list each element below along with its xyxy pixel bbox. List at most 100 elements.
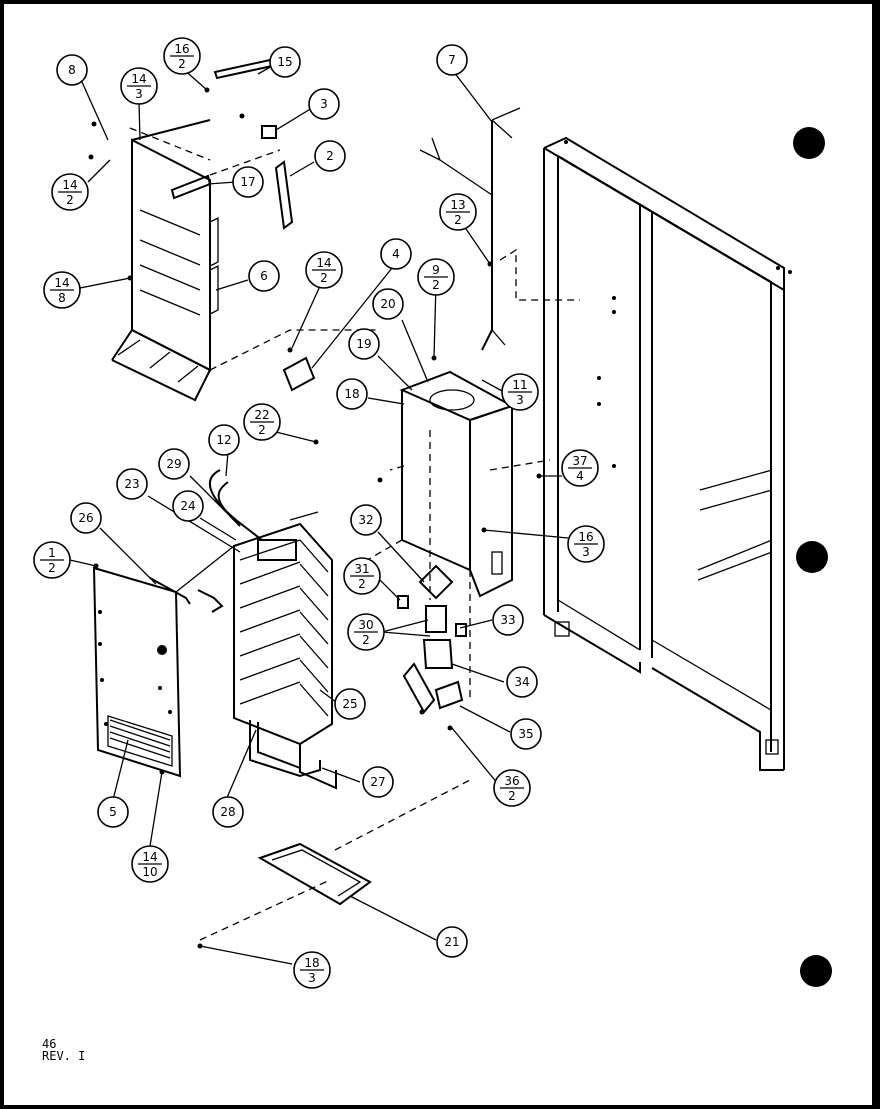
callout-part-number: 26: [78, 511, 93, 525]
callout-2: 2: [314, 140, 346, 172]
callout-part-number: 12: [216, 433, 231, 447]
callout-part-number: 18: [304, 956, 319, 970]
callout-quantity: 4: [576, 469, 584, 483]
callout-7: 7: [436, 44, 468, 76]
callout-16-2: 162: [163, 37, 201, 75]
callout-part-number: 23: [124, 477, 139, 491]
callout-22-2: 222: [243, 403, 281, 441]
page-number: 46: [42, 1037, 57, 1051]
diagram-sheet: [4, 4, 872, 1105]
callout-18: 18: [336, 378, 368, 410]
callout-circle: [208, 424, 240, 456]
callout-circle: [158, 448, 190, 480]
callout-35: 35: [510, 718, 542, 750]
callout-circle: [492, 604, 524, 636]
callout-circle: [334, 688, 366, 720]
callout-14-2a: 142: [51, 173, 89, 211]
callout-part-number: 14: [131, 72, 146, 86]
evaporator-back-panel: [111, 119, 380, 402]
binder-hole-top: [793, 127, 825, 159]
callout-13-2: 132: [439, 193, 477, 231]
callout-quantity: 2: [362, 633, 370, 647]
callout-14-2b: 142: [305, 251, 343, 289]
callout-part-number: 2: [326, 149, 334, 163]
callout-quantity: 2: [454, 213, 462, 227]
callout-quantity: 2: [358, 577, 366, 591]
part-3-clip: [261, 125, 277, 139]
callout-part-number: 15: [277, 55, 292, 69]
callout-26: 26: [70, 502, 102, 534]
callout-34: 34: [506, 666, 538, 698]
callout-part-number: 33: [500, 613, 515, 627]
callout-part-number: 35: [518, 727, 533, 741]
callout-36-2: 362: [493, 769, 531, 807]
callout-circle: [314, 140, 346, 172]
evaporator-front-cover: [92, 545, 235, 778]
callout-27: 27: [362, 766, 394, 798]
callout-quantity: 2: [66, 193, 74, 207]
callout-17: 17: [232, 166, 264, 198]
callout-part-number: 32: [358, 513, 373, 527]
callout-circle: [348, 328, 380, 360]
callout-circle: [350, 504, 382, 536]
callout-part-number: 17: [240, 175, 255, 189]
part-15-bracket: [213, 58, 274, 80]
page-footer: 46 REV. I: [42, 1038, 85, 1062]
callout-quantity: 3: [582, 545, 590, 559]
callout-part-number: 31: [354, 562, 369, 576]
wiring-harness: [419, 107, 580, 351]
callout-part-number: 16: [578, 530, 593, 544]
callout-part-number: 13: [450, 198, 465, 212]
callout-part-number: 5: [109, 805, 117, 819]
callout-part-number: 6: [260, 269, 268, 283]
callout-24: 24: [172, 490, 204, 522]
callout-part-number: 20: [380, 297, 395, 311]
callout-14-8: 148: [43, 271, 81, 309]
callout-part-number: 21: [444, 935, 459, 949]
callout-part-number: 30: [358, 618, 373, 632]
callout-part-number: 37: [572, 454, 587, 468]
callout-circle: [248, 260, 280, 292]
callout-circle: [97, 796, 129, 828]
callout-part-number: 25: [342, 697, 357, 711]
callout-3: 3: [308, 88, 340, 120]
callout-37-4: 374: [561, 449, 599, 487]
callout-part-number: 24: [180, 499, 195, 513]
callout-14-3: 143: [120, 67, 158, 105]
callout-30-2: 302: [347, 613, 385, 651]
callout-4: 4: [380, 238, 412, 270]
evaporator-coil: [208, 469, 337, 790]
callout-quantity: 3: [135, 87, 143, 101]
callout-19: 19: [348, 328, 380, 360]
callout-circle: [70, 502, 102, 534]
callout-11-3: 113: [501, 373, 539, 411]
callout-circle: [212, 796, 244, 828]
callout-circle: [116, 468, 148, 500]
callout-23: 23: [116, 468, 148, 500]
cabinet-shell: [543, 136, 792, 771]
callout-part-number: 28: [220, 805, 235, 819]
callout-part-number: 29: [166, 457, 181, 471]
callout-circle: [232, 166, 264, 198]
callout-circle: [506, 666, 538, 698]
callout-circle: [336, 378, 368, 410]
leader-lines: [69, 65, 569, 965]
callout-32: 32: [350, 504, 382, 536]
callout-8: 8: [56, 54, 88, 86]
callout-circle: [172, 490, 204, 522]
callout-6: 6: [248, 260, 280, 292]
callout-25: 25: [334, 688, 366, 720]
fan-shroud-assembly: [349, 370, 551, 700]
callout-16-3: 163: [567, 525, 605, 563]
part-2-strip: [274, 160, 294, 230]
part-17-heater: [170, 174, 212, 200]
callout-20: 20: [372, 288, 404, 320]
callout-circle: [56, 54, 88, 86]
callout-quantity: 2: [48, 561, 56, 575]
callout-18-3: 183: [293, 951, 331, 989]
callout-15: 15: [269, 46, 301, 78]
callout-part-number: 36: [504, 774, 519, 788]
